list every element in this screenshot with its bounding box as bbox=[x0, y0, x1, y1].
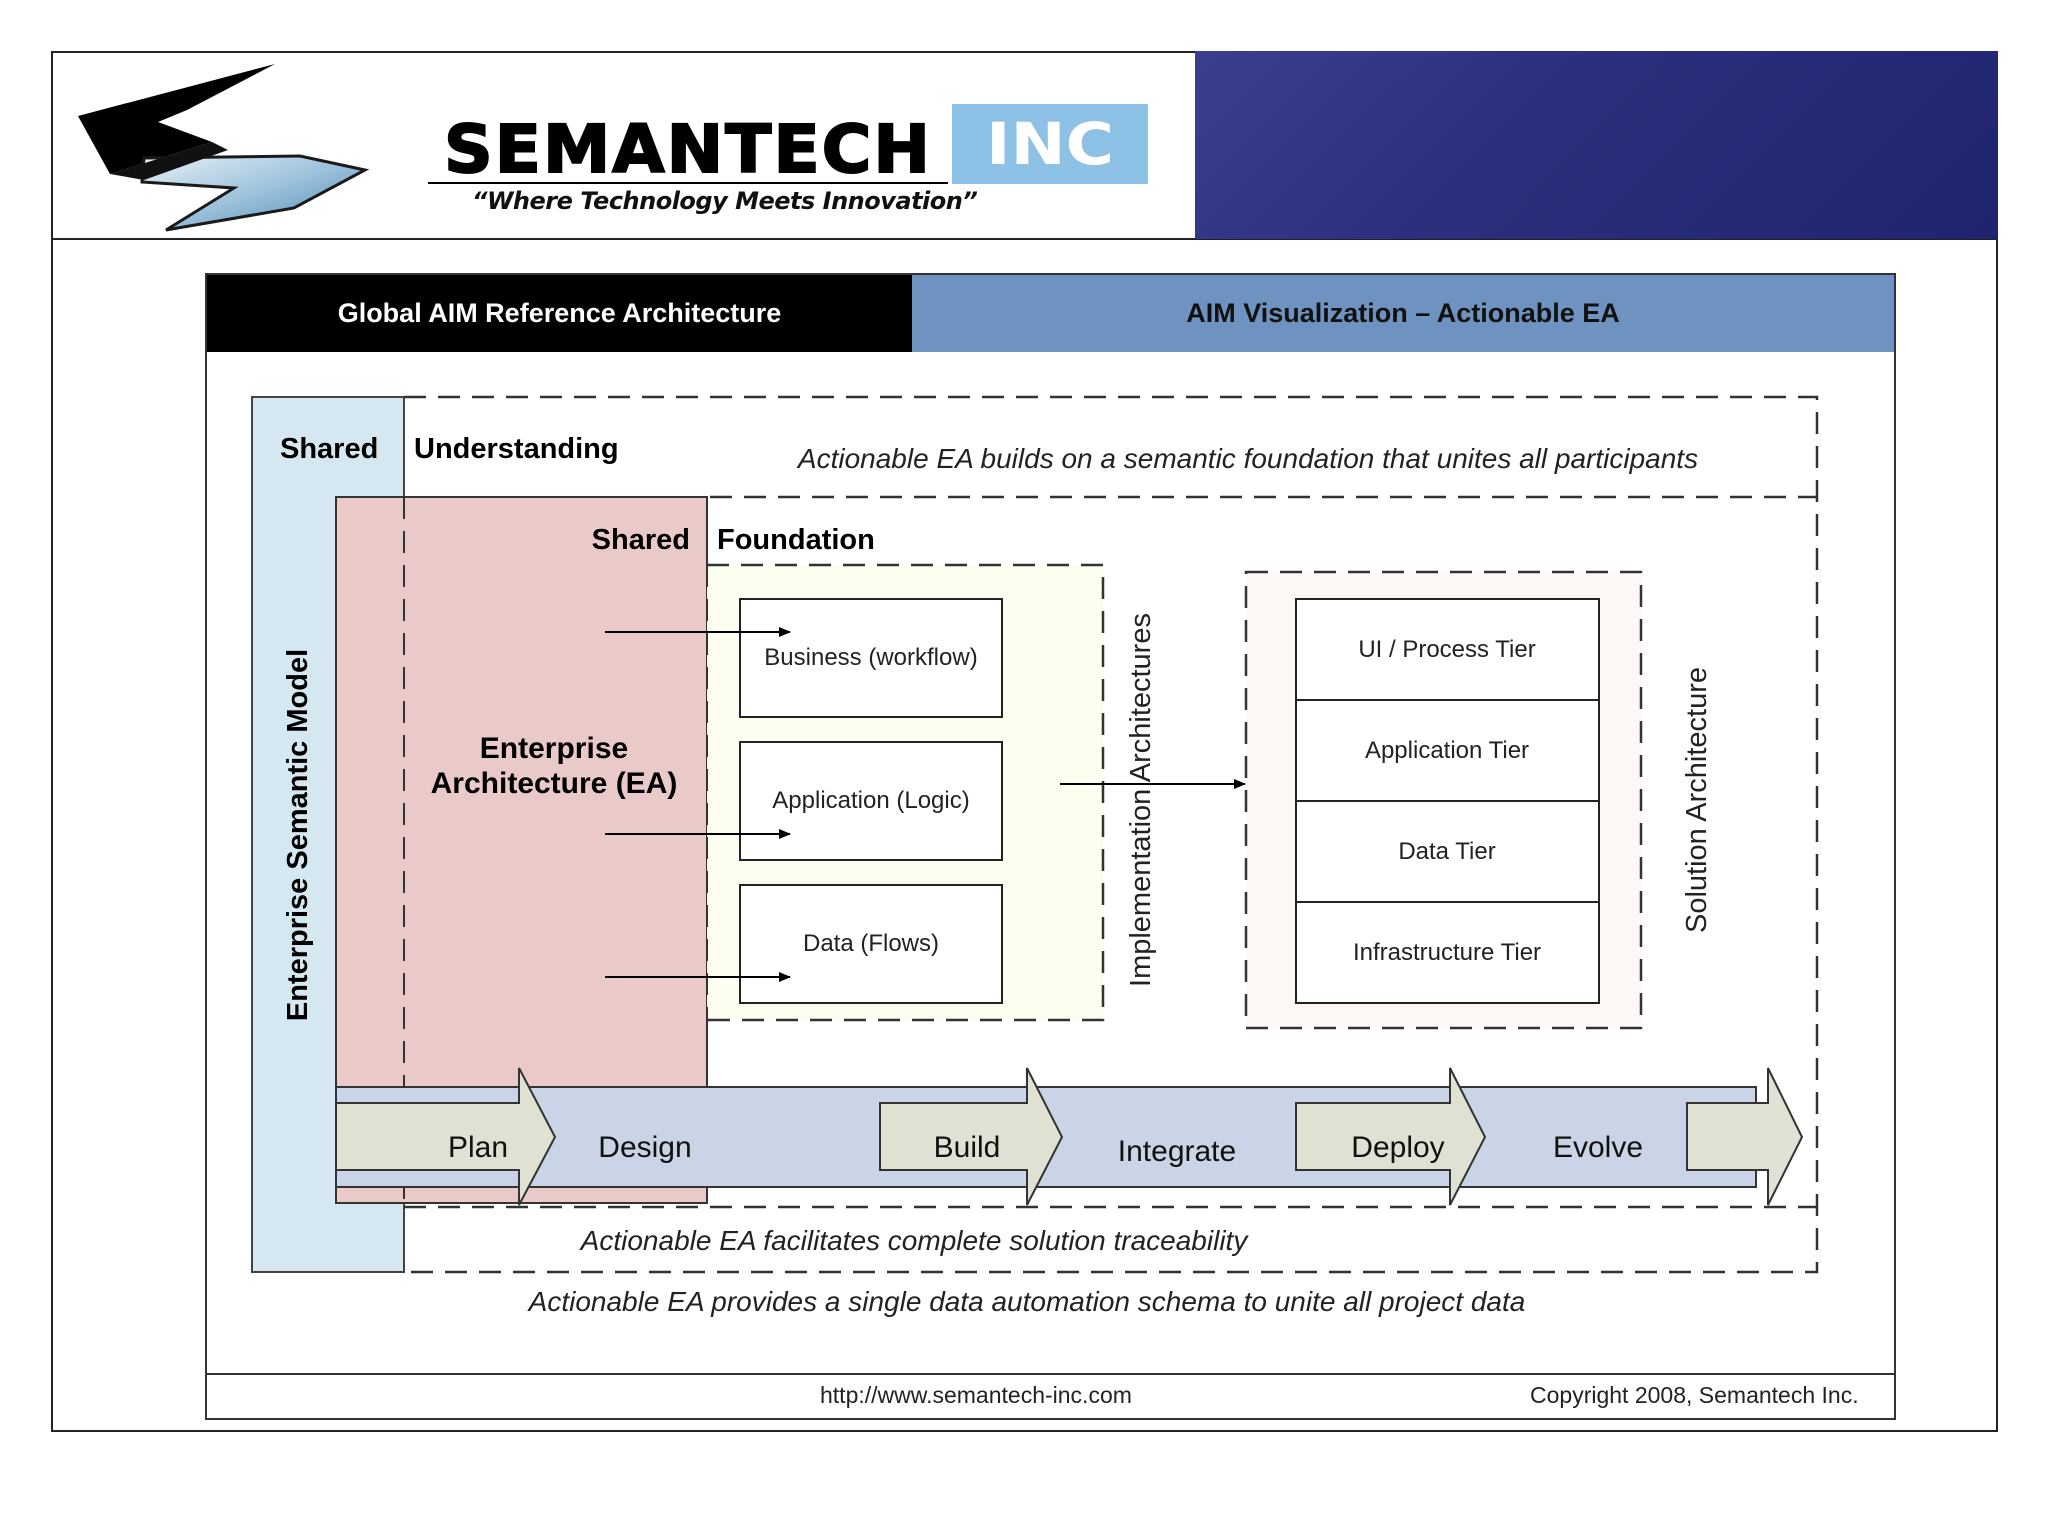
company-suffix-box: INC bbox=[952, 104, 1148, 184]
content-frame bbox=[205, 273, 1896, 1420]
wordmark-underline bbox=[428, 182, 948, 184]
phase-arrow-evolve bbox=[1686, 1067, 1804, 1206]
semantech-logo-icon bbox=[78, 64, 370, 232]
header-blue-panel bbox=[1195, 51, 1998, 239]
phase-deploy-label: Deploy bbox=[1351, 1131, 1444, 1164]
understanding-caption: Actionable EA builds on a semantic found… bbox=[796, 443, 1698, 474]
understanding-label: Understanding bbox=[414, 433, 619, 465]
ea-label-line2: Architecture (EA) bbox=[431, 767, 678, 800]
phase-build-label: Build bbox=[934, 1131, 1001, 1164]
tagline: “Where Technology Meets Innovation” bbox=[472, 187, 978, 215]
company-wordmark: SEMANTECH bbox=[440, 104, 940, 194]
foundation-label: Foundation bbox=[717, 524, 875, 556]
traceability-caption: Actionable EA facilitates complete solut… bbox=[579, 1225, 1250, 1256]
phase-plan-label: Plan bbox=[448, 1131, 508, 1164]
header-band bbox=[51, 51, 1998, 240]
phase-evolve-label: Evolve bbox=[1553, 1131, 1643, 1164]
impl-box-application bbox=[739, 741, 1003, 861]
tab-aim-visualization: AIM Visualization – Actionable EA bbox=[912, 275, 1894, 352]
phase-design-label: Design bbox=[598, 1131, 691, 1164]
foundation-shared-label: Shared bbox=[592, 524, 690, 556]
implementation-architectures-label: Implementation Architectures bbox=[1125, 613, 1157, 987]
tier-data-label: Data Tier bbox=[1398, 838, 1495, 865]
schema-caption: Actionable EA provides a single data aut… bbox=[527, 1286, 1526, 1317]
company-suffix: INC bbox=[986, 110, 1114, 178]
phase-arrow-plan bbox=[335, 1067, 557, 1206]
impl-box-data bbox=[739, 884, 1003, 1004]
phase-arrow-deploy bbox=[1295, 1067, 1487, 1206]
phase-arrow-build bbox=[879, 1067, 1064, 1206]
enterprise-semantic-model-label: Enterprise Semantic Model bbox=[282, 649, 314, 1021]
ea-label-line1: Enterprise bbox=[480, 732, 628, 765]
company-name: SEMANTECH bbox=[444, 111, 932, 188]
footer-divider bbox=[207, 1373, 1894, 1375]
solution-architecture-label: Solution Architecture bbox=[1681, 667, 1713, 933]
impl-data-label: Data (Flows) bbox=[803, 930, 939, 957]
impl-application-label: Application (Logic) bbox=[772, 787, 969, 814]
impl-business-label: Business (workflow) bbox=[764, 644, 977, 671]
impl-box-business bbox=[739, 598, 1003, 718]
tab-global-aim: Global AIM Reference Architecture bbox=[207, 275, 912, 352]
tier-infrastructure-label: Infrastructure Tier bbox=[1353, 939, 1541, 966]
footer-url: http://www.semantech-inc.com bbox=[820, 1382, 1132, 1408]
tier-application-label: Application Tier bbox=[1365, 737, 1529, 764]
footer-copyright: Copyright 2008, Semantech Inc. bbox=[1530, 1382, 1859, 1408]
tier-ui-label: UI / Process Tier bbox=[1358, 636, 1535, 663]
phase-integrate-label: Integrate bbox=[1118, 1135, 1236, 1168]
shared-understanding-region bbox=[404, 395, 1819, 1274]
shared-label: Shared bbox=[280, 433, 378, 465]
